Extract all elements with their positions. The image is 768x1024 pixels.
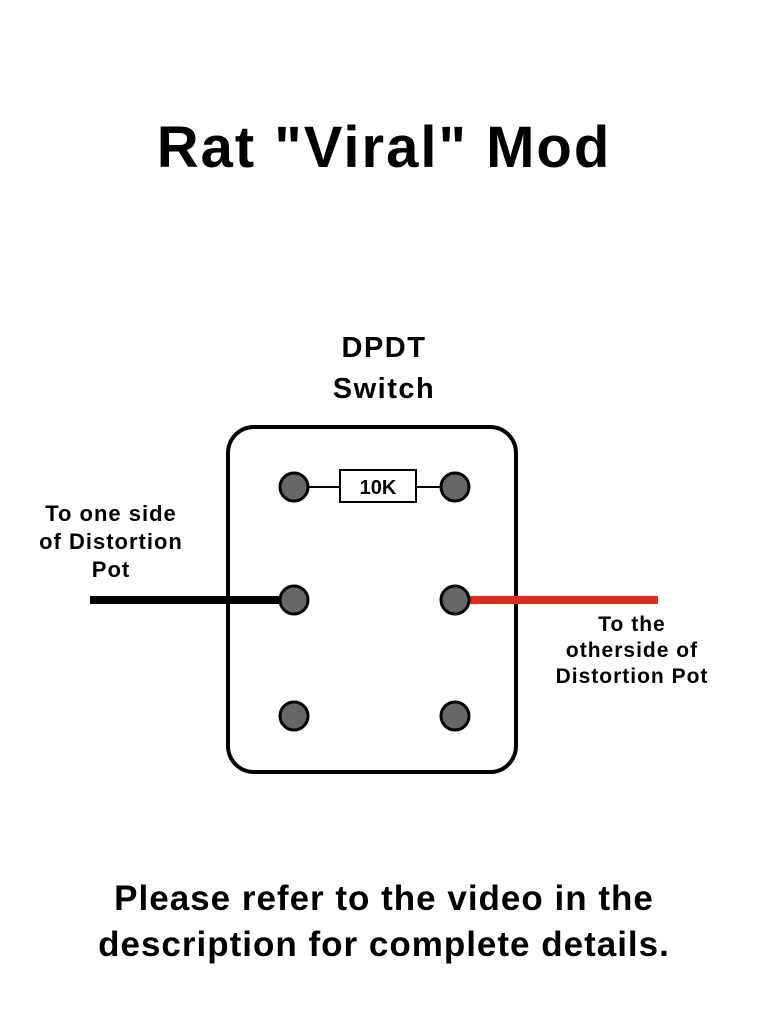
- terminal-middle-right: [439, 584, 471, 616]
- page-title: Rat "Viral" Mod: [156, 115, 612, 180]
- left-wire-label-line-2: of Distortion: [39, 529, 183, 554]
- right-wire-label-line-3: Distortion Pot: [555, 665, 709, 688]
- terminal-middle-left: [278, 584, 310, 616]
- left-wire-label-line-3: Pot: [91, 557, 131, 582]
- resistor-10k: [339, 469, 417, 503]
- resistor-label: 10K: [360, 477, 397, 499]
- right-wire-label-line-1: To the: [598, 613, 666, 636]
- switch-label: DPDT Switch: [234, 328, 534, 410]
- right-wire-label: To the otherside of Distortion Pot: [516, 612, 748, 690]
- switch-label-line-2: Switch: [332, 373, 436, 405]
- terminal-top-right: [439, 471, 471, 503]
- footer-note-line-1: Please refer to the video in the: [114, 879, 654, 918]
- left-wire-label-line-1: To one side: [45, 501, 177, 526]
- right-wire-label-line-2: otherside of: [565, 639, 699, 662]
- terminal-top-left: [278, 471, 310, 503]
- terminal-bottom-left: [278, 700, 310, 732]
- terminal-bottom-right: [439, 700, 471, 732]
- switch-label-line-1: DPDT: [341, 332, 427, 364]
- left-wire-label: To one side of Distortion Pot: [0, 500, 222, 584]
- footer-note-line-2: description for complete details.: [98, 925, 670, 964]
- footer-note: Please refer to the video in the descrip…: [0, 876, 768, 968]
